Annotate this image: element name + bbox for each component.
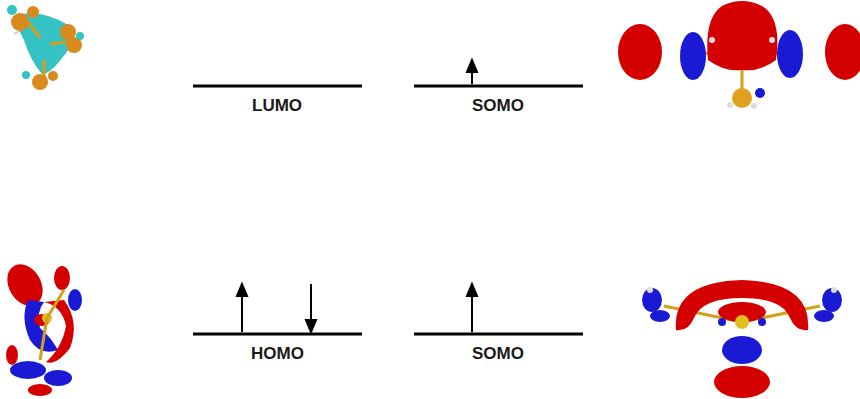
energy-levels [193, 86, 583, 334]
homo-orbital [0, 258, 82, 396]
somo-orbital-lower [642, 280, 842, 398]
level-label: HOMO [251, 344, 304, 364]
lumo-orbital [7, 5, 84, 90]
somo-orbital-upper [618, 1, 860, 109]
level-label: LUMO [252, 96, 302, 116]
level-label: SOMO [472, 96, 524, 116]
electron-arrows [237, 60, 477, 332]
level-label: SOMO [472, 344, 524, 364]
